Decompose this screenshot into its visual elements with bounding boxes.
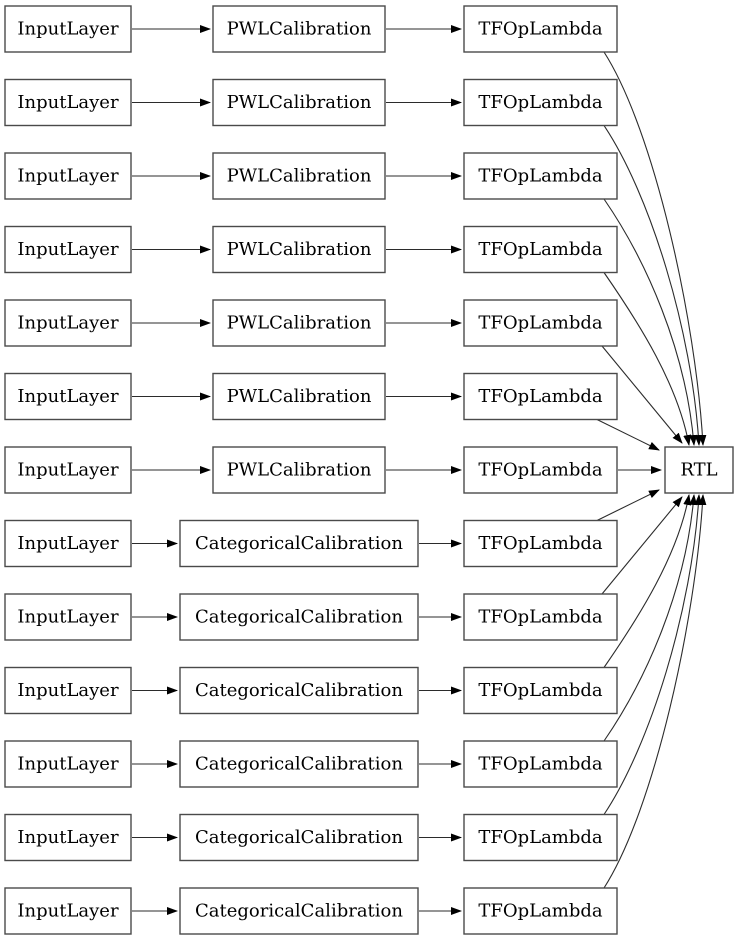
- node-categoricalcalibration-row-13: [179, 887, 419, 935]
- node-categoricalcalibration-row-12: [179, 813, 419, 862]
- node-calibration-label: CategoricalCalibration: [195, 754, 403, 775]
- edges-layer: [132, 25, 707, 915]
- node-tfoplambda-label: TFOpLambda: [478, 166, 603, 187]
- node-pwlcalibration-row-3: [212, 152, 386, 200]
- node-tfoplambda-label: TFOpLambda: [478, 92, 603, 113]
- node-tfoplambda-row-1: [463, 5, 618, 53]
- edge-lambda-to-rtl-row-10: [603, 494, 692, 668]
- node-pwlcalibration-row-6: [212, 372, 386, 421]
- node-inputlayer-row-1: [4, 5, 132, 53]
- edge-lambda-to-rtl-row-13: [603, 494, 707, 889]
- node-tfoplambda-label: TFOpLambda: [478, 386, 603, 407]
- node-tfoplambda-row-13: [463, 887, 618, 935]
- node-rtl: [664, 446, 734, 494]
- node-calibration-label: PWLCalibration: [227, 313, 372, 334]
- node-tfoplambda-row-5: [463, 299, 618, 347]
- edge-lambda-to-rtl-row-1: [603, 51, 707, 446]
- node-inputlayer-row-8: [4, 519, 132, 568]
- node-inputlayer-row-12: [4, 813, 132, 862]
- node-inputlayer-label: InputLayer: [17, 92, 119, 113]
- node-inputlayer-label: InputLayer: [17, 680, 119, 701]
- node-tfoplambda-row-4: [463, 225, 618, 274]
- node-inputlayer-row-11: [4, 740, 132, 788]
- node-pwlcalibration-row-2: [212, 78, 386, 127]
- node-pwlcalibration-row-1: [212, 5, 386, 53]
- node-inputlayer-label: InputLayer: [17, 754, 119, 775]
- node-inputlayer-label: InputLayer: [17, 533, 119, 554]
- edge-lambda-to-rtl-row-3: [603, 198, 698, 446]
- node-inputlayer-row-13: [4, 887, 132, 935]
- node-tfoplambda-label: TFOpLambda: [478, 19, 603, 40]
- node-calibration-label: CategoricalCalibration: [195, 901, 403, 922]
- node-tfoplambda-row-11: [463, 740, 618, 788]
- node-tfoplambda-label: TFOpLambda: [478, 754, 603, 775]
- node-calibration-label: PWLCalibration: [227, 386, 372, 407]
- node-rtl-label: RTL: [680, 460, 717, 481]
- node-inputlayer-row-9: [4, 593, 132, 641]
- node-inputlayer-row-10: [4, 666, 132, 715]
- node-inputlayer-row-3: [4, 152, 132, 200]
- node-inputlayer-row-4: [4, 225, 132, 274]
- node-inputlayer-label: InputLayer: [17, 460, 119, 481]
- node-inputlayer-label: InputLayer: [17, 313, 119, 334]
- node-tfoplambda-label: TFOpLambda: [478, 239, 603, 260]
- node-tfoplambda-row-3: [463, 152, 618, 200]
- node-calibration-label: PWLCalibration: [227, 460, 372, 481]
- node-calibration-label: PWLCalibration: [227, 239, 372, 260]
- node-tfoplambda-label: TFOpLambda: [478, 607, 603, 628]
- edge-lambda-to-rtl-row-5: [601, 345, 683, 444]
- node-tfoplambda-label: TFOpLambda: [478, 827, 603, 848]
- node-tfoplambda-row-8: [463, 519, 618, 568]
- node-inputlayer-label: InputLayer: [17, 827, 119, 848]
- node-calibration-label: PWLCalibration: [227, 166, 372, 187]
- edge-lambda-to-rtl-row-6: [596, 419, 660, 451]
- node-inputlayer-label: InputLayer: [17, 19, 119, 40]
- node-inputlayer-label: InputLayer: [17, 386, 119, 407]
- node-categoricalcalibration-row-11: [179, 740, 419, 788]
- node-tfoplambda-row-12: [463, 813, 618, 862]
- edge-lambda-to-rtl-row-9: [601, 496, 683, 595]
- node-tfoplambda-row-10: [463, 666, 618, 715]
- node-inputlayer-row-5: [4, 299, 132, 347]
- node-tfoplambda-label: TFOpLambda: [478, 460, 603, 481]
- node-pwlcalibration-row-5: [212, 299, 386, 347]
- node-calibration-label: PWLCalibration: [227, 92, 372, 113]
- node-tfoplambda-row-2: [463, 78, 618, 127]
- node-categoricalcalibration-row-8: [179, 519, 419, 568]
- node-pwlcalibration-row-7: [212, 446, 386, 494]
- edge-lambda-to-rtl-row-4: [603, 272, 692, 446]
- node-categoricalcalibration-row-10: [179, 666, 419, 715]
- node-tfoplambda-row-6: [463, 372, 618, 421]
- node-tfoplambda-row-9: [463, 593, 618, 641]
- node-calibration-label: PWLCalibration: [227, 19, 372, 40]
- node-calibration-label: CategoricalCalibration: [195, 827, 403, 848]
- node-tfoplambda-label: TFOpLambda: [478, 533, 603, 554]
- node-inputlayer-label: InputLayer: [17, 901, 119, 922]
- node-inputlayer-label: InputLayer: [17, 166, 119, 187]
- node-inputlayer-row-7: [4, 446, 132, 494]
- edge-lambda-to-rtl-row-11: [603, 494, 698, 742]
- node-tfoplambda-row-7: [463, 446, 618, 494]
- node-inputlayer-label: InputLayer: [17, 239, 119, 260]
- node-tfoplambda-label: TFOpLambda: [478, 313, 603, 334]
- node-calibration-label: CategoricalCalibration: [195, 533, 403, 554]
- node-pwlcalibration-row-4: [212, 225, 386, 274]
- edge-lambda-to-rtl-row-2: [603, 125, 703, 446]
- node-inputlayer-row-2: [4, 78, 132, 127]
- node-calibration-label: CategoricalCalibration: [195, 607, 403, 628]
- node-calibration-label: CategoricalCalibration: [195, 680, 403, 701]
- node-inputlayer-row-6: [4, 372, 132, 421]
- node-inputlayer-label: InputLayer: [17, 607, 119, 628]
- node-tfoplambda-label: TFOpLambda: [478, 680, 603, 701]
- edge-lambda-to-rtl-row-8: [596, 489, 660, 521]
- edge-lambda-to-rtl-row-12: [603, 494, 703, 815]
- node-tfoplambda-label: TFOpLambda: [478, 901, 603, 922]
- node-categoricalcalibration-row-9: [179, 593, 419, 641]
